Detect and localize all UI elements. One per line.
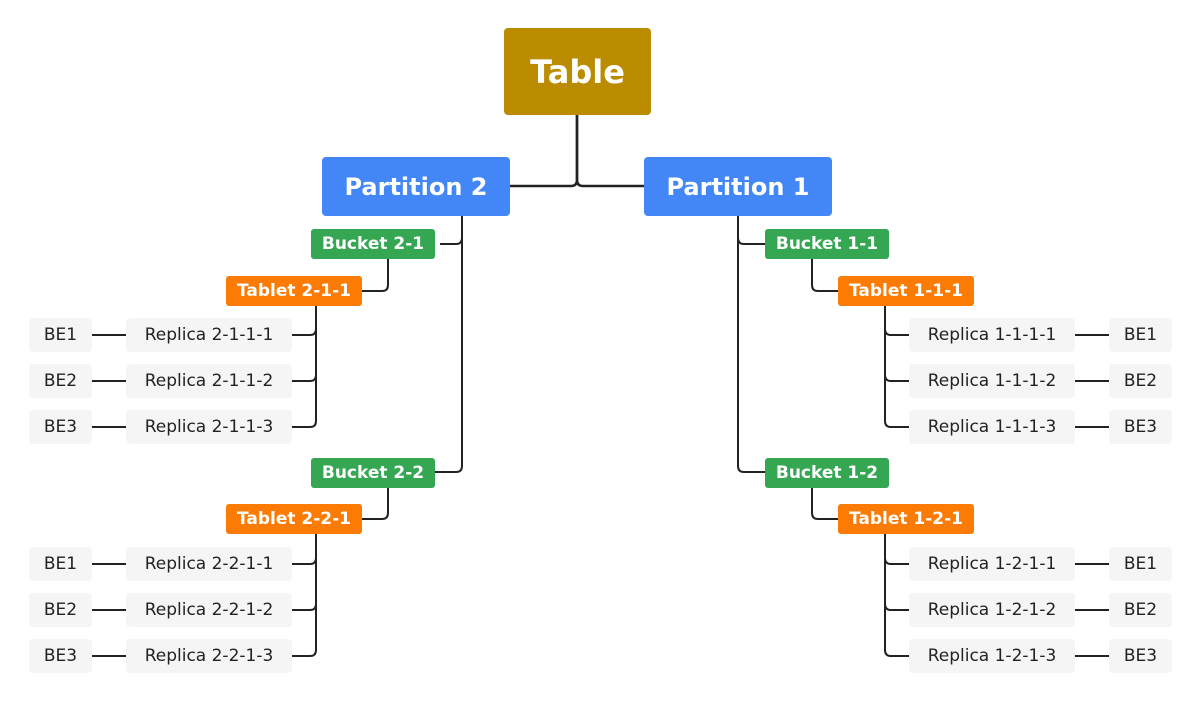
partition-1-node[interactable]: Partition 1 (644, 157, 832, 216)
tablet-2-2-1-node[interactable]: Tablet 2-2-1 (226, 504, 362, 534)
be-node[interactable]: BE2 (1109, 364, 1172, 398)
connector-tablet-replica (884, 328, 909, 336)
partition-2-node[interactable]: Partition 2 (322, 157, 510, 216)
connector-tablet-replica (292, 534, 317, 657)
be-node[interactable]: BE1 (1109, 547, 1172, 581)
replica-2-2-1-2-node[interactable]: Replica 2-2-1-2 (126, 593, 292, 627)
bucket-2-2-node[interactable]: Bucket 2-2 (311, 458, 435, 488)
replica-2-1-1-1-node[interactable]: Replica 2-1-1-1 (126, 318, 292, 352)
be-node[interactable]: BE1 (1109, 318, 1172, 352)
replica-1-2-1-1-node[interactable]: Replica 1-2-1-1 (909, 547, 1075, 581)
connector-root-partition-1 (575, 115, 644, 188)
be-node[interactable]: BE1 (29, 547, 92, 581)
replica-2-2-1-3-node[interactable]: Replica 2-2-1-3 (126, 639, 292, 673)
connector-partition-1-bucket-1-1 (737, 216, 765, 245)
replica-1-2-1-3-node[interactable]: Replica 1-2-1-3 (909, 639, 1075, 673)
replica-2-1-1-3-node[interactable]: Replica 2-1-1-3 (126, 410, 292, 444)
connector-partition-2-bucket-2-2 (435, 216, 463, 473)
connector-tablet-replica (292, 603, 317, 611)
replica-1-1-1-2-node[interactable]: Replica 1-1-1-2 (909, 364, 1075, 398)
connector-tablet-replica (884, 374, 909, 382)
connector-bucket-1-1-tablet (811, 259, 838, 292)
tablet-1-1-1-node[interactable]: Tablet 1-1-1 (838, 276, 974, 306)
be-node[interactable]: BE3 (1109, 410, 1172, 444)
connector-tablet-replica (292, 306, 317, 428)
be-node[interactable]: BE2 (1109, 593, 1172, 627)
be-node[interactable]: BE3 (29, 639, 92, 673)
be-node[interactable]: BE3 (1109, 639, 1172, 673)
replica-1-1-1-1-node[interactable]: Replica 1-1-1-1 (909, 318, 1075, 352)
bucket-1-2-node[interactable]: Bucket 1-2 (765, 458, 889, 488)
replica-1-1-1-3-node[interactable]: Replica 1-1-1-3 (909, 410, 1075, 444)
bucket-2-1-node[interactable]: Bucket 2-1 (311, 229, 435, 259)
root-node-table[interactable]: Table (504, 28, 651, 115)
be-node[interactable]: BE2 (29, 364, 92, 398)
connector-bucket-2-2-tablet (362, 488, 389, 520)
be-node[interactable]: BE1 (29, 318, 92, 352)
bucket-1-1-node[interactable]: Bucket 1-1 (765, 229, 889, 259)
connector-tablet-replica (884, 534, 909, 657)
replica-2-2-1-1-node[interactable]: Replica 2-2-1-1 (126, 547, 292, 581)
be-node[interactable]: BE3 (29, 410, 92, 444)
connector-bucket-1-2-tablet (811, 488, 838, 520)
replica-1-2-1-2-node[interactable]: Replica 1-2-1-2 (909, 593, 1075, 627)
connector-tablet-replica (884, 306, 909, 428)
connector-tablet-replica (884, 603, 909, 611)
connector-bucket-2-1-tablet (362, 259, 389, 292)
connector-partition-1-bucket-1-2 (737, 216, 765, 473)
connector-tablet-replica (292, 328, 317, 336)
tablet-2-1-1-node[interactable]: Tablet 2-1-1 (226, 276, 362, 306)
be-node[interactable]: BE2 (29, 593, 92, 627)
replica-2-1-1-2-node[interactable]: Replica 2-1-1-2 (126, 364, 292, 398)
tablet-1-2-1-node[interactable]: Tablet 1-2-1 (838, 504, 974, 534)
connector-partition-2-bucket-2-1 (440, 216, 463, 245)
connector-tablet-replica (292, 557, 317, 565)
connector-tablet-replica (884, 557, 909, 565)
connector-root-partition-2 (510, 115, 579, 188)
connector-tablet-replica (292, 374, 317, 382)
